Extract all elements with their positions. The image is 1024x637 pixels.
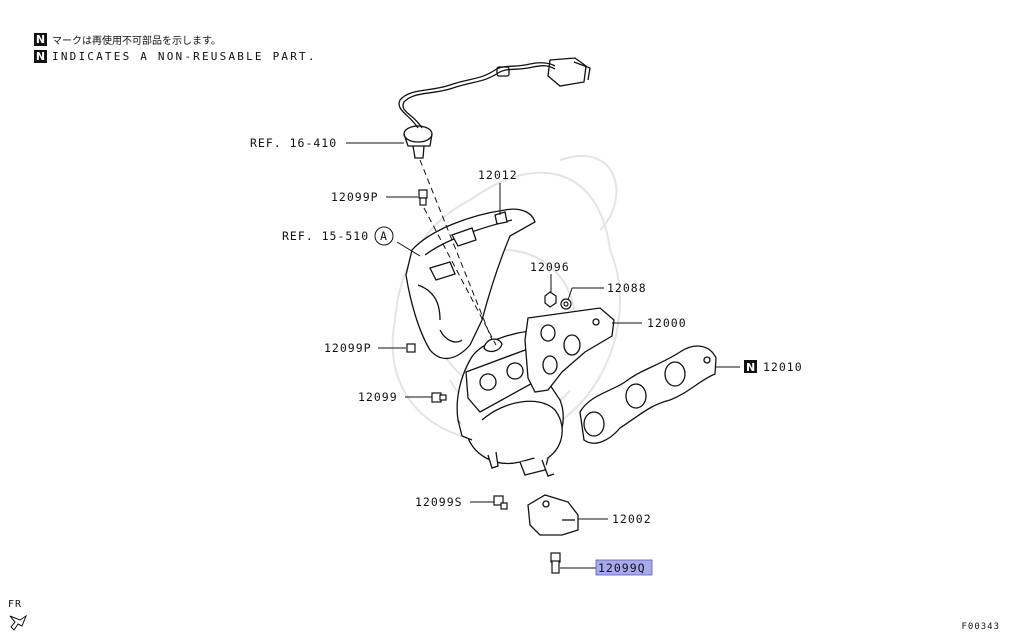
label-ref-16-410: REF. 16-410 xyxy=(250,136,337,150)
manifold-gasket-12000 xyxy=(524,307,615,393)
label-12099p-mid: 12099P xyxy=(324,341,372,355)
label-12012: 12012 xyxy=(478,168,518,182)
non-reusable-badge: N xyxy=(34,50,47,63)
bolt-12099p-top xyxy=(418,189,428,199)
figure-code: F00343 xyxy=(961,622,1000,632)
label-12099q[interactable]: 12099Q xyxy=(598,561,646,575)
bolt-12099p-mid xyxy=(406,343,416,353)
bolt-12099s xyxy=(493,495,504,506)
non-reusable-marker-12010 xyxy=(744,360,757,373)
assembly-dash-lines xyxy=(419,159,497,346)
bolt-12099p-top-shank xyxy=(419,197,427,206)
legend-japanese-text: マークは再使用不可部品を示します。 xyxy=(52,36,221,47)
leader-lines xyxy=(346,142,740,569)
front-direction-label: FR xyxy=(8,599,23,610)
nut-12096 xyxy=(544,291,557,308)
non-reusable-marker-letter: N xyxy=(746,361,755,374)
oxygen-sensor-assembly xyxy=(398,57,591,159)
label-12000: 12000 xyxy=(647,316,687,330)
callout-circle-a xyxy=(374,226,394,246)
label-12099p-top: 12099P xyxy=(331,190,379,204)
label-circle-a: A xyxy=(380,229,388,243)
highlight-12099q[interactable] xyxy=(595,559,653,576)
label-12099s: 12099S xyxy=(415,495,463,509)
label-ref-15-510: REF. 15-510 xyxy=(282,229,369,243)
manifold-gasket-12010 xyxy=(579,345,717,444)
fr-arrow-icon xyxy=(9,614,28,631)
washer-12088-hole xyxy=(563,301,569,307)
label-12088: 12088 xyxy=(607,281,647,295)
legend-english-text: INDICATES A NON-REUSABLE PART. xyxy=(52,50,317,63)
label-12010: 12010 xyxy=(763,360,803,374)
stud-12099q-shank xyxy=(551,560,560,574)
legend-japanese-row: N マークは再使用不可部品を示します。 xyxy=(34,32,221,47)
label-12002: 12002 xyxy=(612,512,652,526)
bolt-12099-shank xyxy=(439,394,447,401)
heat-insulator-12012 xyxy=(405,208,536,360)
fasteners xyxy=(406,189,572,574)
legend-english-row: N INDICATES A NON-REUSABLE PART. xyxy=(34,50,317,63)
non-reusable-badge: N xyxy=(34,33,47,46)
bolt-12099s-shank xyxy=(500,502,508,510)
label-12099: 12099 xyxy=(358,390,398,404)
label-12096: 12096 xyxy=(530,260,570,274)
bracket-12002 xyxy=(527,494,579,536)
